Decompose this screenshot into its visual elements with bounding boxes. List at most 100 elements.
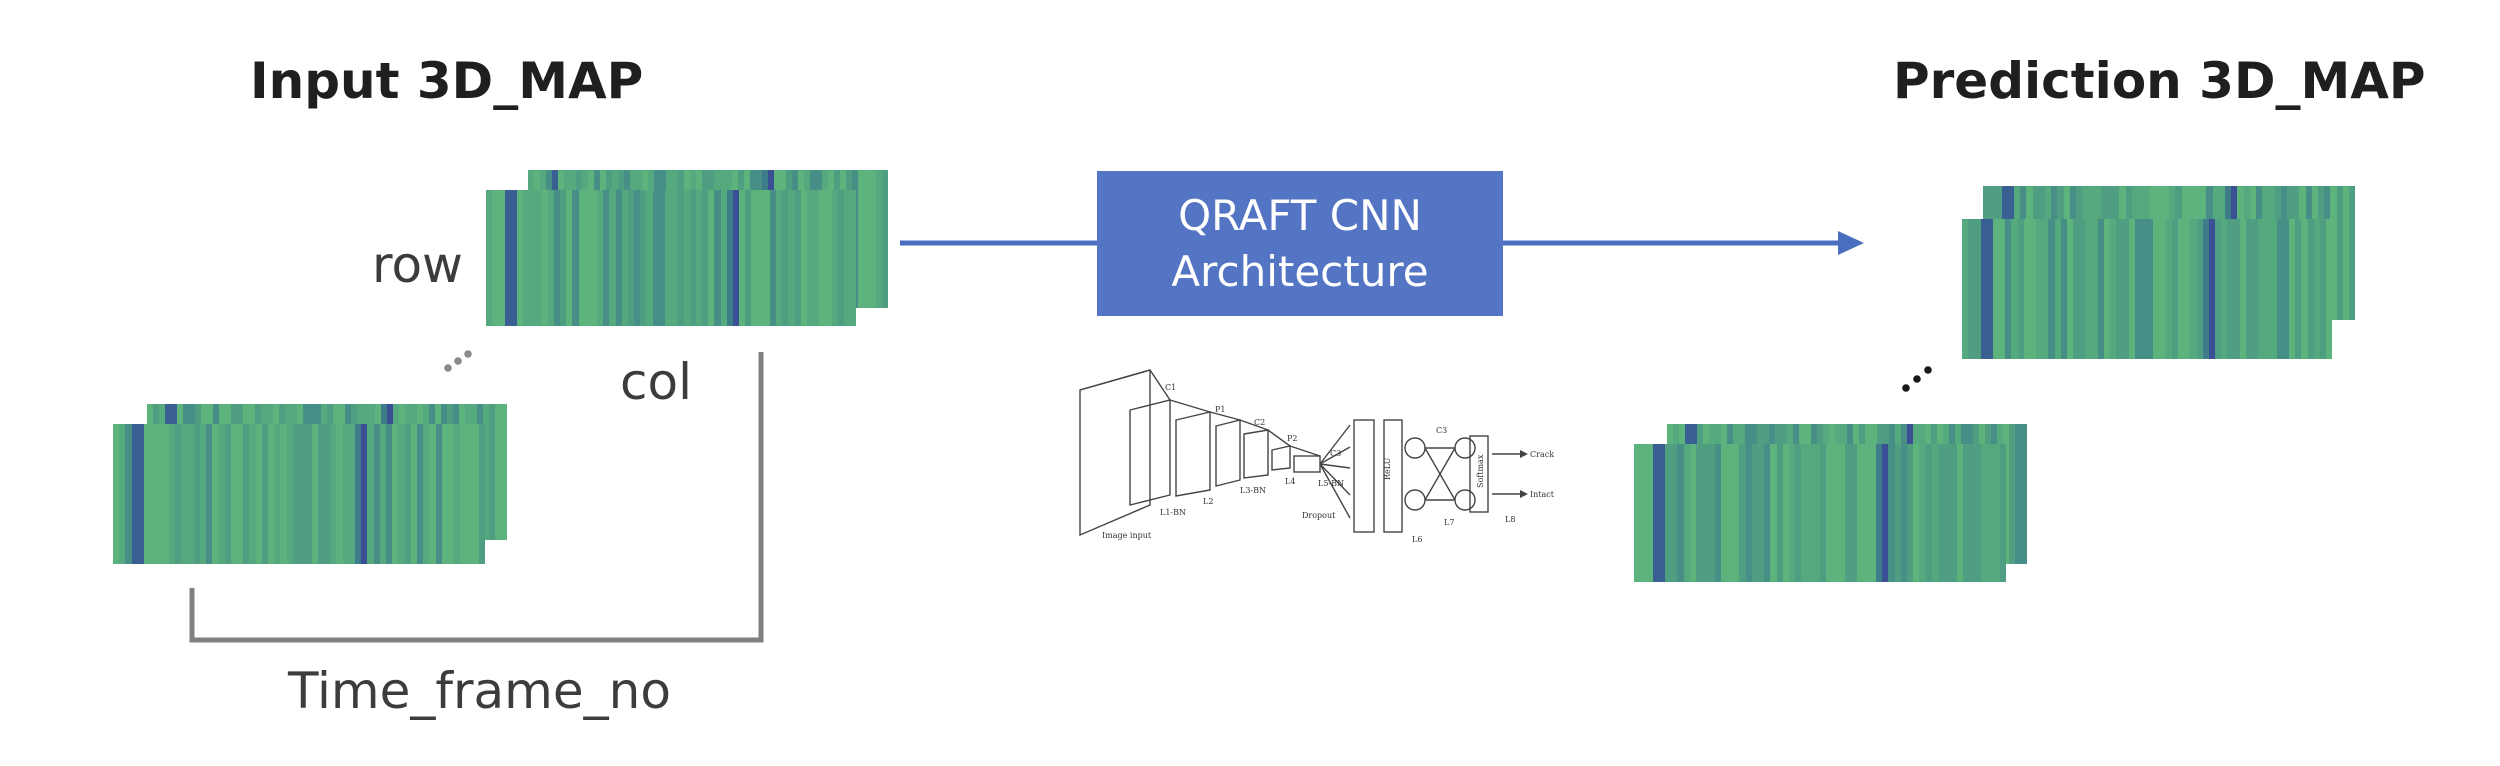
heatmap-cell — [1999, 444, 2006, 582]
heatmap-cell — [1739, 444, 1746, 582]
heatmap-cell — [392, 424, 399, 564]
heatmap-cell — [354, 424, 362, 564]
heatmap-cell — [776, 190, 783, 326]
prediction-3d-map-title: Prediction 3D_MAP — [1893, 52, 2426, 110]
heatmap-cell — [168, 424, 176, 564]
heatmap-cell — [2202, 219, 2209, 359]
heatmap-cell — [529, 190, 536, 326]
cnn-label: Image input — [1102, 531, 1152, 540]
heatmap-cell — [199, 424, 207, 564]
time-frame-bracket — [189, 352, 764, 643]
qraft-cnn-architecture-box: QRAFT CNN Architecture — [1097, 171, 1503, 316]
heatmap-cell — [516, 190, 524, 326]
heatmap-cell — [876, 170, 882, 308]
heatmap-cell — [181, 424, 188, 564]
heatmap-cell — [2301, 219, 2308, 359]
heatmap-cell — [2282, 219, 2290, 359]
heatmap-cell — [2252, 219, 2259, 359]
heatmap-cell — [483, 404, 489, 540]
cnn-label: C3 — [1330, 449, 1341, 458]
heatmap-cell — [769, 190, 777, 326]
heatmap-cell — [2348, 186, 2355, 320]
heatmap-cell — [305, 424, 312, 564]
cnn-label: C2 — [1254, 418, 1265, 427]
heatmap-cell — [1640, 444, 1647, 582]
heatmap-cell — [504, 190, 511, 326]
heatmap-cell — [330, 424, 337, 564]
time-frame-no-label: Time_frame_no — [288, 662, 671, 720]
heatmap-cell — [584, 190, 591, 326]
cnn-label: C3 — [1436, 426, 1447, 435]
heatmap-cell — [131, 424, 138, 564]
heatmap-cell — [1962, 444, 1969, 582]
heatmap-cell — [495, 404, 501, 540]
heatmap-cell — [1702, 444, 1709, 582]
heatmap-cell — [640, 190, 647, 326]
heatmap-cell — [447, 424, 455, 564]
heatmap-cell — [813, 190, 820, 326]
heatmap-cell — [492, 190, 499, 326]
heatmap-cell — [361, 424, 368, 564]
heatmap-cell — [1987, 444, 1994, 582]
heatmap-cell — [553, 190, 561, 326]
cnn-label: L5-BN — [1318, 479, 1344, 488]
arrow-head-icon — [1838, 231, 1864, 255]
heatmap-cell — [590, 190, 598, 326]
heatmap-cell — [726, 190, 733, 326]
heatmap-cell — [1683, 444, 1690, 582]
heatmap-cell — [423, 424, 430, 564]
heatmap-cell — [858, 170, 864, 308]
heatmap-cell — [472, 424, 479, 564]
heatmap-cell — [336, 424, 343, 564]
heatmap-cell — [348, 424, 355, 564]
cnn-label: Softmax — [1476, 454, 1485, 488]
heatmap-cell — [2258, 219, 2265, 359]
heatmap-cell — [1658, 444, 1666, 582]
row-label: row — [372, 236, 463, 294]
heatmap-cell — [695, 190, 703, 326]
heatmap-cell — [1968, 219, 1975, 359]
heatmap-cell — [782, 190, 789, 326]
heatmap-cell — [212, 424, 219, 564]
input-3d-map-title: Input 3D_MAP — [250, 52, 644, 110]
heatmap-cell — [2184, 219, 2191, 359]
heatmap-cell — [1980, 219, 1987, 359]
heatmap-cell — [2066, 219, 2074, 359]
heatmap-cell — [1764, 444, 1771, 582]
heatmap-cell — [2073, 219, 2080, 359]
heatmap-cell — [788, 190, 795, 326]
heatmap-cell — [1727, 444, 1734, 582]
heatmap-cell — [274, 424, 281, 564]
heatmap-cell — [677, 190, 684, 326]
heatmap-cell — [261, 424, 269, 564]
heatmap-cell — [1962, 219, 1969, 359]
heatmap-cell — [2079, 219, 2086, 359]
heatmap-cell — [825, 190, 832, 326]
cnn-label: L8 — [1505, 515, 1515, 524]
heatmap-cell — [732, 190, 740, 326]
heatmap-cell — [646, 190, 653, 326]
heatmap-cell — [1677, 444, 1684, 582]
heatmap-cell — [2178, 219, 2185, 359]
heatmap-cell — [621, 190, 628, 326]
cnn-box-line2: Architecture — [1171, 246, 1429, 296]
heatmap-cell — [2190, 219, 2197, 359]
heatmap-cell — [627, 190, 635, 326]
cnn-label: L3-BN — [1240, 486, 1266, 495]
heatmap-cell — [1913, 444, 1920, 582]
heatmap-cell — [1807, 444, 1814, 582]
heatmap-cell — [850, 190, 856, 326]
heatmap-cell — [1646, 444, 1653, 582]
heatmap-cell — [714, 190, 721, 326]
heatmap-cell — [286, 424, 293, 564]
heatmap-cell — [2005, 219, 2012, 359]
heatmap-cell — [2342, 186, 2349, 320]
heatmap-cell — [2221, 219, 2228, 359]
heatmap-cell — [150, 424, 157, 564]
heatmap-cell — [1981, 444, 1988, 582]
heatmap-cell — [162, 424, 169, 564]
input-heatmap-front-left — [113, 424, 485, 564]
heatmap-cell — [806, 190, 814, 326]
heatmap-cell — [2270, 219, 2277, 359]
